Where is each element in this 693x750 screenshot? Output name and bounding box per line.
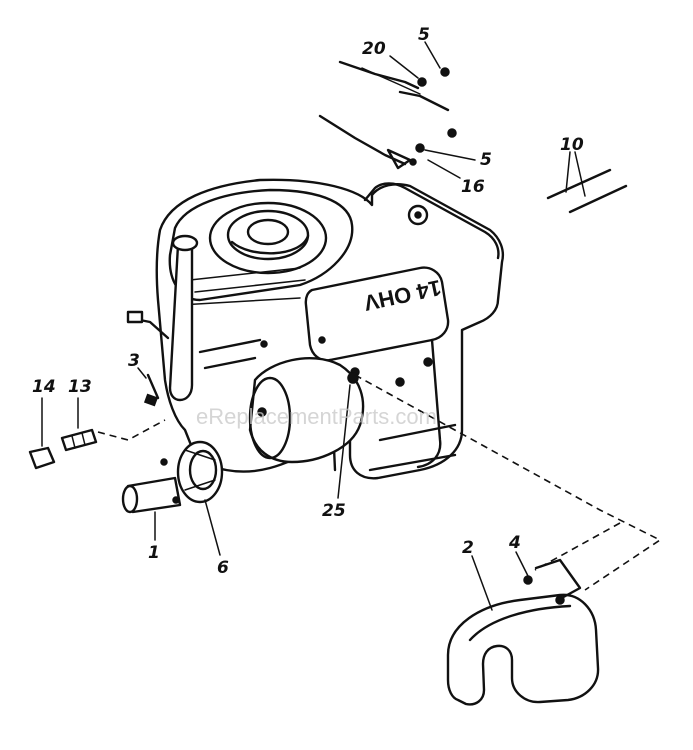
leader-6 (204, 499, 221, 556)
dash-cover-link (534, 522, 621, 571)
callout-25: 25 (322, 501, 346, 521)
leader-5a (424, 41, 441, 69)
block-bolt-5 (318, 336, 326, 344)
watermark: eReplacementParts.com (196, 404, 437, 429)
part-5-clip-lower (447, 128, 457, 138)
seal-bolt-2 (172, 496, 180, 504)
callout-6: 6 (217, 558, 229, 578)
leader-20 (389, 55, 419, 79)
blower-fin-lines (179, 267, 306, 306)
callout-20: 20 (362, 39, 386, 59)
flywheel-screen-outer (208, 201, 328, 275)
oil-fill-cap-center (414, 211, 422, 219)
block-bolt-2 (423, 357, 433, 367)
part-4-bolt (523, 575, 533, 585)
callout-1: 1 (148, 543, 160, 563)
part-16-choke-cable (318, 114, 425, 170)
callout-13: 13 (68, 377, 92, 397)
part-2-pto-cover (446, 558, 600, 706)
leader-3 (137, 367, 147, 379)
crankcase-drum-face (248, 376, 292, 460)
part-3-bolt (143, 373, 160, 407)
part-1-crankshaft-sleeve (121, 476, 182, 514)
callout-14: 14 (32, 377, 56, 397)
part-20-throttle-cable (338, 60, 450, 112)
leader-2 (471, 555, 493, 611)
callout-16: 16 (461, 177, 485, 197)
part-25-plug (347, 372, 359, 384)
dash-fuel-to-engine (97, 419, 166, 441)
leader-10 (565, 151, 586, 197)
part-14-fuel-fitting-nut (28, 446, 56, 470)
crankcase-drum (248, 357, 365, 464)
flywheel-screen-slash (230, 234, 310, 255)
engine-assembly: 14 OHV (126, 178, 504, 480)
part-10-wires (546, 168, 628, 214)
block-bolt-1 (395, 377, 405, 387)
head-box-top (363, 182, 500, 260)
flywheel-screen-inner (246, 218, 290, 246)
callout-2: 2 (462, 538, 474, 558)
callout-5a: 5 (418, 25, 430, 45)
callout-10: 10 (560, 135, 584, 155)
block-bolt-3 (260, 340, 268, 348)
dipstick-tube (168, 243, 194, 402)
seal-bolt-1 (160, 458, 168, 466)
fuel-line-fitting (126, 310, 144, 324)
drum-bolt (257, 407, 267, 417)
callout-5b: 5 (480, 150, 492, 170)
cover-bolt (555, 595, 565, 605)
leader-5b-16 (424, 149, 476, 179)
leader-4 (515, 551, 529, 577)
part-13-fuel-filter (60, 428, 98, 452)
callout-3: 3 (128, 351, 140, 371)
leader-25 (337, 384, 351, 499)
part-5-clip-upper (440, 67, 450, 77)
dash-engine-to-cover (354, 374, 662, 591)
engine-lower-lines (198, 338, 457, 472)
part-6-seal-ring (176, 440, 224, 504)
dipstick-cap (171, 234, 199, 252)
callout-4: 4 (508, 533, 521, 553)
